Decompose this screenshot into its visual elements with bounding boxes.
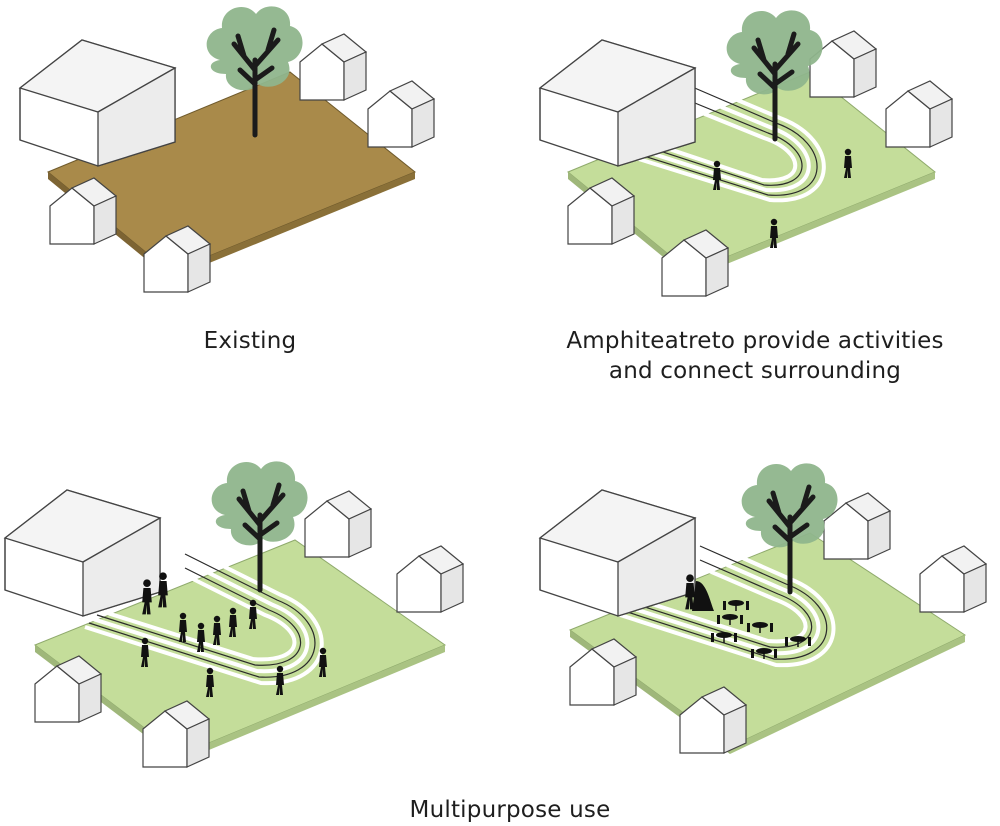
caption-existing-text: Existing	[203, 328, 297, 354]
person-icon	[770, 218, 778, 248]
house-icon	[4, 489, 161, 617]
house-icon	[885, 80, 953, 148]
house-icon	[367, 80, 435, 148]
diagram-multipurpose-event	[539, 455, 987, 765]
caption-amphitheatre-line2: and connect surrounding	[608, 358, 902, 384]
house-icon	[539, 39, 696, 167]
caption-existing: Existing	[150, 326, 350, 356]
house-icon	[919, 545, 987, 613]
house-icon	[567, 177, 635, 245]
house-icon	[396, 545, 464, 613]
caption-multipurpose: Multipurpose use	[310, 795, 710, 825]
house-icon	[569, 638, 637, 706]
amphitheatre-step-lines	[617, 545, 828, 660]
house-icon	[19, 39, 176, 167]
caption-amphitheatre-line1: Amphiteatreto provide activities	[566, 328, 944, 354]
house-icon	[304, 490, 372, 558]
house-icon	[34, 655, 102, 723]
diagram-multipurpose-performance	[4, 455, 465, 775]
house-icon	[299, 33, 367, 101]
house-icon	[539, 489, 696, 617]
caption-multipurpose-text: Multipurpose use	[409, 797, 611, 823]
diagram-existing	[19, 0, 440, 310]
diagram-amphitheatre	[539, 0, 970, 310]
caption-amphitheatre: Amphiteatreto provide activities and con…	[545, 326, 965, 386]
couple-icon	[692, 581, 714, 611]
amphitheatre-steps	[609, 78, 826, 203]
event-setup	[685, 574, 812, 660]
amphitheatre-step-lines	[88, 553, 316, 678]
